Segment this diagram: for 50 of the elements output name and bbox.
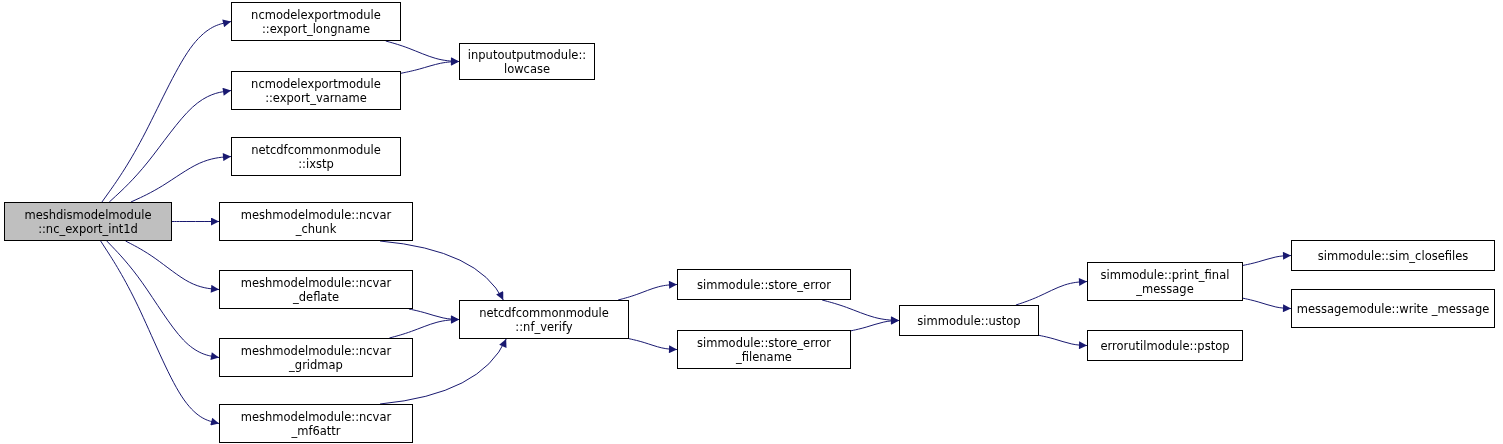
call-arrow — [130, 153, 232, 203]
call-arrow — [1242, 297, 1292, 313]
function-name: messagemodule::write _message — [1296, 301, 1490, 316]
function-box — [677, 330, 851, 369]
call-arrow — [1242, 251, 1292, 266]
function-name: meshmodelmodule::ncvar _mf6attr — [239, 409, 393, 438]
function-box — [1087, 262, 1243, 301]
function-name: meshmodelmodule::ncvar _chunk — [239, 207, 393, 236]
function-name: meshmodelmodule::ncvar _gridmap — [239, 343, 393, 372]
function-box — [1087, 330, 1243, 361]
call-arrow — [400, 57, 460, 74]
function-name: simmodule::store_error _filename — [696, 335, 832, 364]
function-box — [219, 202, 413, 241]
call-arrow — [388, 315, 460, 339]
call-arrow — [1015, 277, 1088, 306]
function-box — [1291, 289, 1495, 328]
call-arrow — [628, 338, 678, 354]
function-box — [899, 305, 1039, 336]
function-box — [459, 300, 629, 339]
function-name: ncmodelexportmodule ::export_longname — [250, 7, 382, 36]
function-box — [459, 43, 595, 80]
call-arrow — [100, 240, 220, 426]
call-arrow — [850, 316, 900, 332]
function-box — [219, 270, 413, 309]
function-box — [231, 71, 401, 110]
call-arrow — [617, 280, 678, 301]
call-arrow — [171, 217, 220, 226]
function-name: meshdismodelmodule ::nc_export_int1d — [23, 207, 153, 236]
function-box — [219, 404, 413, 443]
function-name: meshmodelmodule::ncvar _deflate — [239, 275, 393, 304]
function-name: simmodule::sim_closefiles — [1317, 248, 1469, 263]
function-name: simmodule::store_error — [697, 277, 831, 292]
call-arrow — [108, 87, 232, 203]
call-arrow — [1038, 334, 1088, 350]
function-box — [1291, 240, 1495, 271]
function-box — [231, 2, 401, 41]
function-name: inputoutputmodule:: lowcase — [466, 47, 588, 76]
function-box — [677, 269, 851, 300]
function-name: netcdfcommonmodule ::nf_verify — [478, 305, 610, 334]
function-name: simmodule::print_final _message — [1099, 267, 1231, 296]
call-arrow — [101, 19, 232, 203]
call-arrow — [125, 240, 220, 293]
function-name: errorutilmodule::pstop — [1100, 338, 1230, 353]
function-name: netcdfcommonmodule ::ixstp — [250, 142, 382, 171]
function-name: simmodule::ustop — [917, 313, 1021, 328]
function-box — [219, 338, 413, 377]
call-arrow — [106, 240, 220, 361]
function-box — [4, 202, 172, 241]
function-name: ncmodelexportmodule ::export_varname — [250, 76, 382, 105]
function-box — [231, 137, 401, 176]
